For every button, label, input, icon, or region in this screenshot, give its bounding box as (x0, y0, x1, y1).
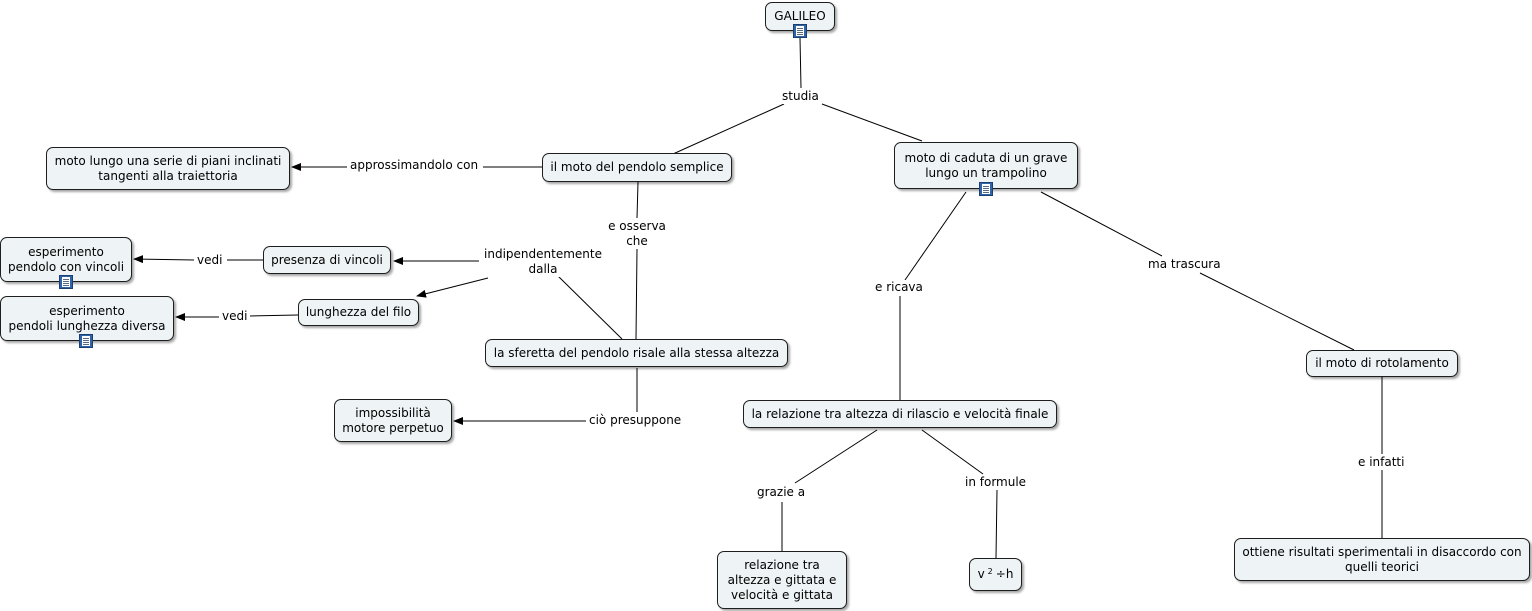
concept-relazione-altezza[interactable]: la relazione tra altezza di rilascio e v… (743, 400, 1057, 428)
line-galileo-studia (799, 37, 802, 89)
concept-piani-line1: moto lungo una serie di piani inclinati (54, 153, 282, 168)
link-e-osserva[interactable]: e osserva che (603, 219, 671, 249)
line-formule-formula (995, 489, 998, 559)
formula-v: v (977, 567, 985, 581)
concept-lunghezza-filo[interactable]: lunghezza del filo (298, 299, 419, 326)
concept-sferetta[interactable]: la sferetta del pendolo risale alla stes… (485, 339, 788, 367)
line-sferetta-indipendentemente (557, 275, 623, 340)
concept-galileo-label: GALILEO (774, 9, 826, 23)
arrow-indip-filo (416, 277, 489, 298)
link-e-ricava[interactable]: e ricava (873, 280, 925, 295)
concept-pendolo-label: il moto del pendolo semplice (550, 160, 724, 174)
concept-presenza-label: presenza di vincoli (271, 252, 383, 267)
line-filo-vedi (249, 314, 299, 317)
line-studia-caduta (821, 103, 923, 142)
concept-piani-inclinati[interactable]: moto lungo una serie di piani inclinati … (46, 147, 290, 190)
concept-risultati-line2: quelli teorici (1344, 559, 1420, 574)
concept-risultati-line1: ottiene risultati sperimentali in disacc… (1242, 544, 1522, 559)
line-caduta-trascura (1040, 191, 1163, 257)
concept-esp-vincoli-line2: pendolo con vincoli (7, 259, 125, 274)
link-e-infatti[interactable]: e infatti (1356, 455, 1407, 470)
link-approssimandolo[interactable]: approssimandolo con (348, 158, 481, 173)
link-indip-line1: indipendentemente (484, 247, 602, 261)
concept-filo-label: lunghezza del filo (305, 305, 412, 319)
concept-caduta-line1: moto di caduta di un grave (904, 150, 1068, 165)
line-studia-pendolo (672, 103, 785, 155)
link-cio-presuppone[interactable]: ciò presuppone (587, 413, 684, 428)
formula-rest: ÷h (995, 567, 1014, 581)
concept-piani-line2: tangenti alla traiettoria (98, 168, 238, 183)
concept-impossibilita[interactable]: impossibilità motore perpetuo (334, 399, 452, 442)
line-relazione-grazie (794, 429, 878, 484)
arrow-vedi-esperimento1 (133, 255, 195, 264)
concept-rotolamento[interactable]: il moto di rotolamento (1306, 350, 1458, 377)
formula-exponent: 2 (987, 567, 993, 576)
concept-presenza-vincoli[interactable]: presenza di vincoli (263, 246, 391, 274)
link-vedi-lunghezza[interactable]: vedi (220, 309, 250, 324)
concept-impossibilita-line2: motore perpetuo (342, 420, 444, 435)
concept-caduta-line2: lungo un trampolino (925, 165, 1047, 180)
concept-gittata-line2: altezza e gittata e (727, 572, 837, 587)
line-relazione-formule (921, 429, 984, 475)
link-ma-trascura[interactable]: ma trascura (1146, 257, 1223, 272)
concept-gittata[interactable]: relazione tra altezza e gittata e veloci… (717, 551, 847, 609)
line-caduta-ricava (904, 191, 967, 281)
link-studia[interactable]: studia (780, 89, 821, 104)
link-e-osserva-line2: che (626, 234, 648, 248)
line-trascura-rotolamento (1199, 272, 1355, 351)
concept-esp-lunghezza-line2: pendoli lunghezza diversa (8, 318, 166, 333)
link-in-formule[interactable]: in formule (963, 475, 1029, 490)
link-indipendentemente[interactable]: indipendentemente dalla (481, 247, 605, 277)
concept-gittata-line1: relazione tra (744, 557, 820, 572)
concept-esperimento-lunghezza[interactable]: esperimento pendoli lunghezza diversa (0, 296, 174, 341)
document-icon[interactable] (793, 24, 807, 38)
concept-rotolamento-label: il moto di rotolamento (1315, 356, 1449, 370)
link-vedi-vincoli[interactable]: vedi (195, 253, 225, 268)
concept-esp-lunghezza-line1: esperimento (49, 303, 125, 318)
document-icon[interactable] (59, 275, 73, 289)
link-e-osserva-line1: e osserva (608, 219, 666, 233)
concept-impossibilita-line1: impossibilità (355, 405, 431, 420)
document-icon[interactable] (979, 182, 993, 196)
link-indip-line2: dalla (528, 262, 558, 276)
concept-sferetta-label: la sferetta del pendolo risale alla stes… (493, 345, 780, 360)
document-icon[interactable] (79, 334, 93, 348)
concept-caduta-grave[interactable]: moto di caduta di un grave lungo un tram… (894, 142, 1078, 189)
concept-esp-vincoli-line1: esperimento (28, 244, 104, 259)
concept-gittata-line3: velocità e gittata (731, 587, 833, 602)
concept-risultati[interactable]: ottiene risultati sperimentali in disacc… (1234, 538, 1530, 581)
line-pendolo-osserva (636, 181, 639, 219)
concept-pendolo-semplice[interactable]: il moto del pendolo semplice (542, 153, 732, 182)
concept-esperimento-vincoli[interactable]: esperimento pendolo con vincoli (0, 237, 132, 282)
link-grazie-a[interactable]: grazie a (755, 485, 808, 500)
concept-relazione-label: la relazione tra altezza di rilascio e v… (751, 406, 1049, 421)
line-osserva-sferetta (635, 248, 638, 340)
